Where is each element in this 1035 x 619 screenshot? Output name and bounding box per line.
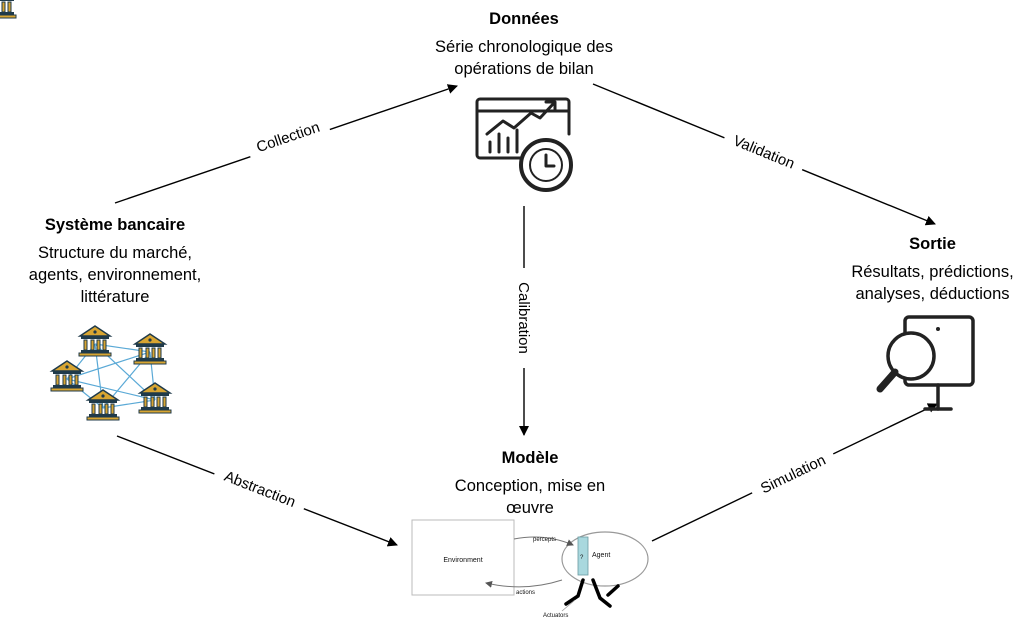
- node-banking-desc-1: Structure du marché,: [37, 244, 193, 262]
- node-banking-system: Système bancaire Structure du marché, ag…: [0, 214, 230, 308]
- edge-validation: Validation: [592, 83, 936, 226]
- node-banking-desc-2: agents, environnement,: [28, 266, 202, 284]
- node-output-desc-1: Résultats, prédictions,: [851, 263, 1014, 281]
- node-banking-desc-3: littérature: [80, 288, 150, 306]
- edge-calibration: Calibration: [513, 206, 535, 436]
- node-data: Données Série chronologique des opératio…: [398, 8, 650, 80]
- question-mark: ?: [580, 555, 584, 561]
- node-model: Modèle Conception, mise en œuvre: [420, 447, 640, 519]
- edge-abstraction: Abstraction: [116, 435, 398, 547]
- node-output-desc-2: analyses, déductions: [855, 285, 1010, 303]
- edge-simulation: Simulation: [651, 403, 938, 542]
- edge-collection: Collection: [114, 84, 458, 204]
- bank-network-icon: [0, 0, 172, 421]
- node-model-desc-2: œuvre: [506, 499, 554, 517]
- percepts-label: percepts: [533, 537, 556, 543]
- environment-label: Environment: [443, 557, 482, 564]
- agent-box: [577, 536, 589, 576]
- agent-ellipse: [561, 531, 649, 587]
- node-data-desc-2: opérations de bilan: [454, 60, 594, 78]
- agent-diagram: Environment percepts ? Agent actions Act…: [411, 519, 649, 619]
- node-output-title: Sortie: [909, 235, 956, 253]
- actions-label: actions: [516, 590, 535, 596]
- agent-label: Agent: [592, 552, 610, 559]
- node-banking-title: Système bancaire: [44, 216, 186, 234]
- node-data-desc-1: Série chronologique des: [435, 38, 613, 56]
- edge-label-collection: Collection: [254, 119, 322, 156]
- environment-box: [411, 519, 515, 596]
- edge-label-calibration: Calibration: [515, 282, 532, 354]
- node-data-title: Données: [489, 10, 559, 28]
- actuators-label: Actuators: [543, 613, 568, 619]
- chart-clock-icon: [475, 97, 573, 192]
- node-model-title: Modèle: [501, 449, 559, 467]
- node-model-desc-1: Conception, mise en: [454, 477, 606, 495]
- monitor-search-icon: [876, 315, 975, 411]
- node-output: Sortie Résultats, prédictions, analyses,…: [830, 233, 1035, 305]
- actuator-legs-icon: [564, 578, 620, 608]
